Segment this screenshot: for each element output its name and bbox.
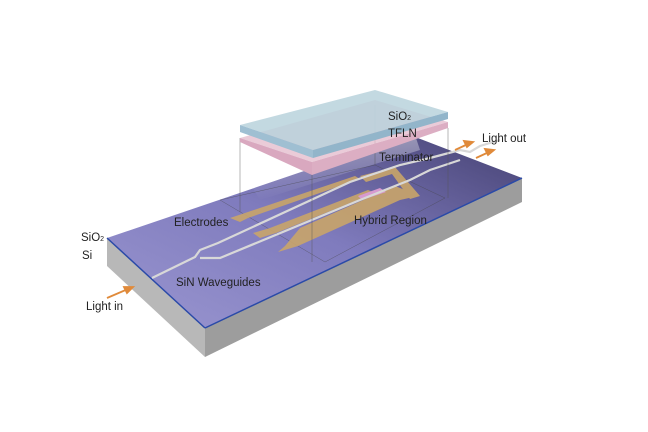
label-left-sio2: SiO2 (81, 232, 105, 245)
label-left-sio2-text: SiO (81, 232, 101, 244)
label-light-out: Light out (482, 133, 527, 145)
label-sin-waveguides: SiN Waveguides (176, 277, 261, 289)
label-electrodes: Electrodes (174, 217, 229, 229)
tfln-layer-edge-right (312, 122, 448, 175)
label-terminator: Terminator (379, 152, 434, 164)
sio2-top-layer-right (313, 112, 448, 158)
sin-waveguides (151, 138, 501, 279)
chip-edge-sio2-right (204, 177, 523, 329)
label-tfln: TFLN (388, 128, 417, 140)
label-top-sio2: SiO2 (388, 111, 412, 124)
chip-right-side (205, 178, 522, 357)
label-light-in: Light in (86, 301, 124, 313)
chip-edge-sio2 (106, 237, 206, 329)
tfln-layer-edge (240, 138, 312, 175)
electrodes (230, 167, 420, 252)
label-hybrid-region: Hybrid Region (354, 215, 427, 227)
sio2-top-layer-front (240, 125, 313, 158)
label-top-sio2-sub: 2 (407, 115, 412, 122)
label-si: Si (82, 250, 93, 262)
chip-front-side (107, 238, 205, 357)
sio2-top-layer (240, 90, 448, 150)
light-in-arrow (106, 288, 129, 299)
label-left-sio2-sub: 2 (100, 236, 105, 243)
arrows (106, 139, 497, 299)
label-top-sio2-text: SiO (388, 111, 408, 123)
